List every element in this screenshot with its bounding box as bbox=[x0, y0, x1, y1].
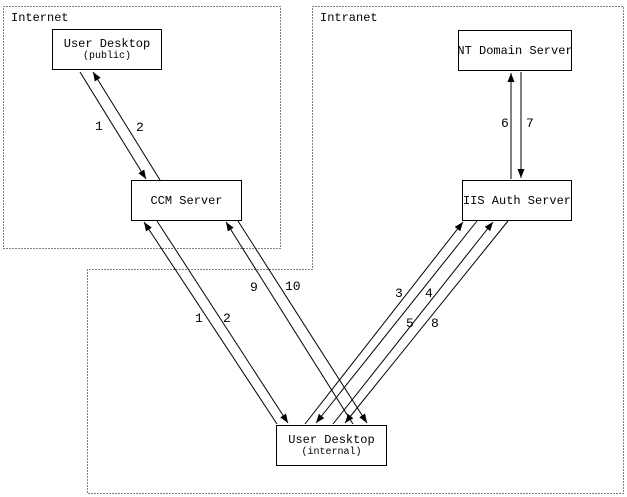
node-nt-domain-server: NT Domain Server bbox=[457, 30, 573, 71]
arrow-8-iis-to-internal-desktop bbox=[344, 220, 509, 424]
intranet-zone-border bbox=[87, 6, 624, 494]
internet-zone-border bbox=[3, 6, 281, 249]
node-user-desktop-internal: User Desktop (internal) bbox=[276, 425, 387, 466]
internet-zone-label: Internet bbox=[11, 11, 69, 25]
node-title: User Desktop bbox=[63, 37, 151, 51]
node-user-desktop-public: User Desktop (public) bbox=[52, 29, 162, 70]
edge-label-4-iis-to-internal: 4 bbox=[425, 286, 433, 301]
arrow-5-internal-desktop-to-iis bbox=[332, 221, 494, 425]
edge-label-2-ccm-to-internal: 2 bbox=[223, 311, 231, 326]
arrow-4-iis-to-internal-desktop bbox=[315, 220, 478, 424]
edge-label-9-internal-to-ccm: 9 bbox=[250, 280, 258, 295]
arrow-9-internal-desktop-to-ccm bbox=[225, 221, 354, 425]
node-title: CCM Server bbox=[150, 193, 223, 208]
edge-label-10-ccm-to-internal: 10 bbox=[285, 279, 301, 294]
node-title: IIS Auth Server bbox=[462, 193, 572, 208]
node-ccm-server: CCM Server bbox=[131, 180, 242, 221]
node-iis-auth-server: IIS Auth Server bbox=[462, 180, 572, 221]
edge-label-7-nt-to-iis: 7 bbox=[526, 116, 534, 131]
arrow-3-internal-desktop-to-iis bbox=[304, 221, 464, 425]
edge-label-8-iis-to-internal: 8 bbox=[431, 316, 439, 331]
arrow-2-ccm-to-public-desktop bbox=[92, 71, 161, 181]
node-subtitle: (internal) bbox=[301, 447, 362, 458]
arrow-2-ccm-to-internal-desktop bbox=[156, 220, 289, 424]
edge-label-2-ccm-to-public: 2 bbox=[136, 120, 144, 135]
node-title: NT Domain Server bbox=[457, 43, 573, 58]
arrow-1-public-desktop-to-ccm bbox=[79, 71, 147, 180]
arrow-10-ccm-to-internal-desktop bbox=[237, 220, 368, 424]
edge-label-3-internal-to-iis: 3 bbox=[395, 286, 403, 301]
edge-label-5-internal-to-iis: 5 bbox=[406, 316, 414, 331]
edge-label-1-public-to-ccm: 1 bbox=[95, 119, 103, 134]
node-subtitle: (public) bbox=[82, 51, 131, 62]
node-title: User Desktop bbox=[288, 433, 375, 447]
arrow-1-internal-desktop-to-ccm bbox=[143, 221, 278, 425]
edge-label-6-iis-to-nt: 6 bbox=[501, 116, 509, 131]
edge-label-1-internal-to-ccm: 1 bbox=[195, 311, 203, 326]
intranet-zone-label: Intranet bbox=[320, 11, 378, 25]
